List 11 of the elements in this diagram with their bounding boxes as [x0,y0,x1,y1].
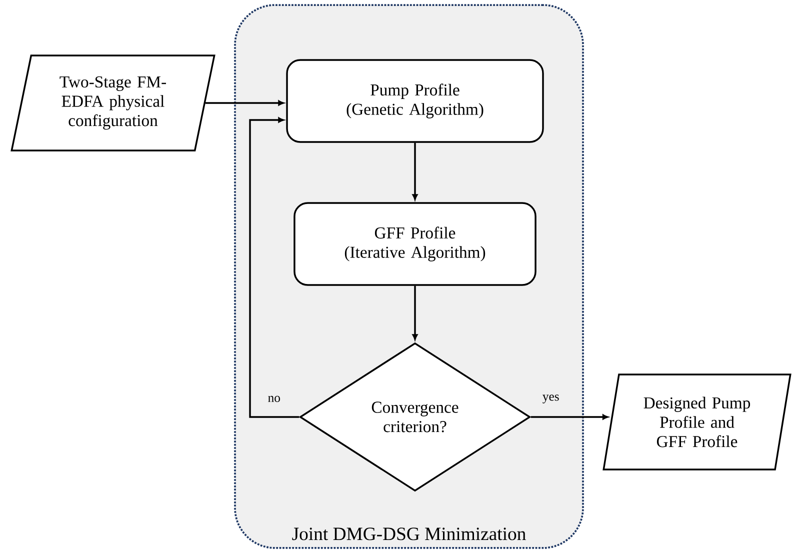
arrow [249,117,300,418]
process-box: GFF Profile (Iterative Algorithm) [294,202,536,286]
arrow [530,414,608,420]
arrow [412,286,418,340]
arrow [412,142,418,200]
data-parallelogram: Designed Pump Profile and GFF Profile [602,374,792,470]
data-parallelogram: Two-Stage FM-EDFA physical configuration [10,54,216,152]
edge-label: yes [542,394,559,404]
arrow [205,100,284,106]
process-box: Pump Profile (Genetic Algorithm) [286,59,544,143]
edge-label: no [268,396,280,402]
